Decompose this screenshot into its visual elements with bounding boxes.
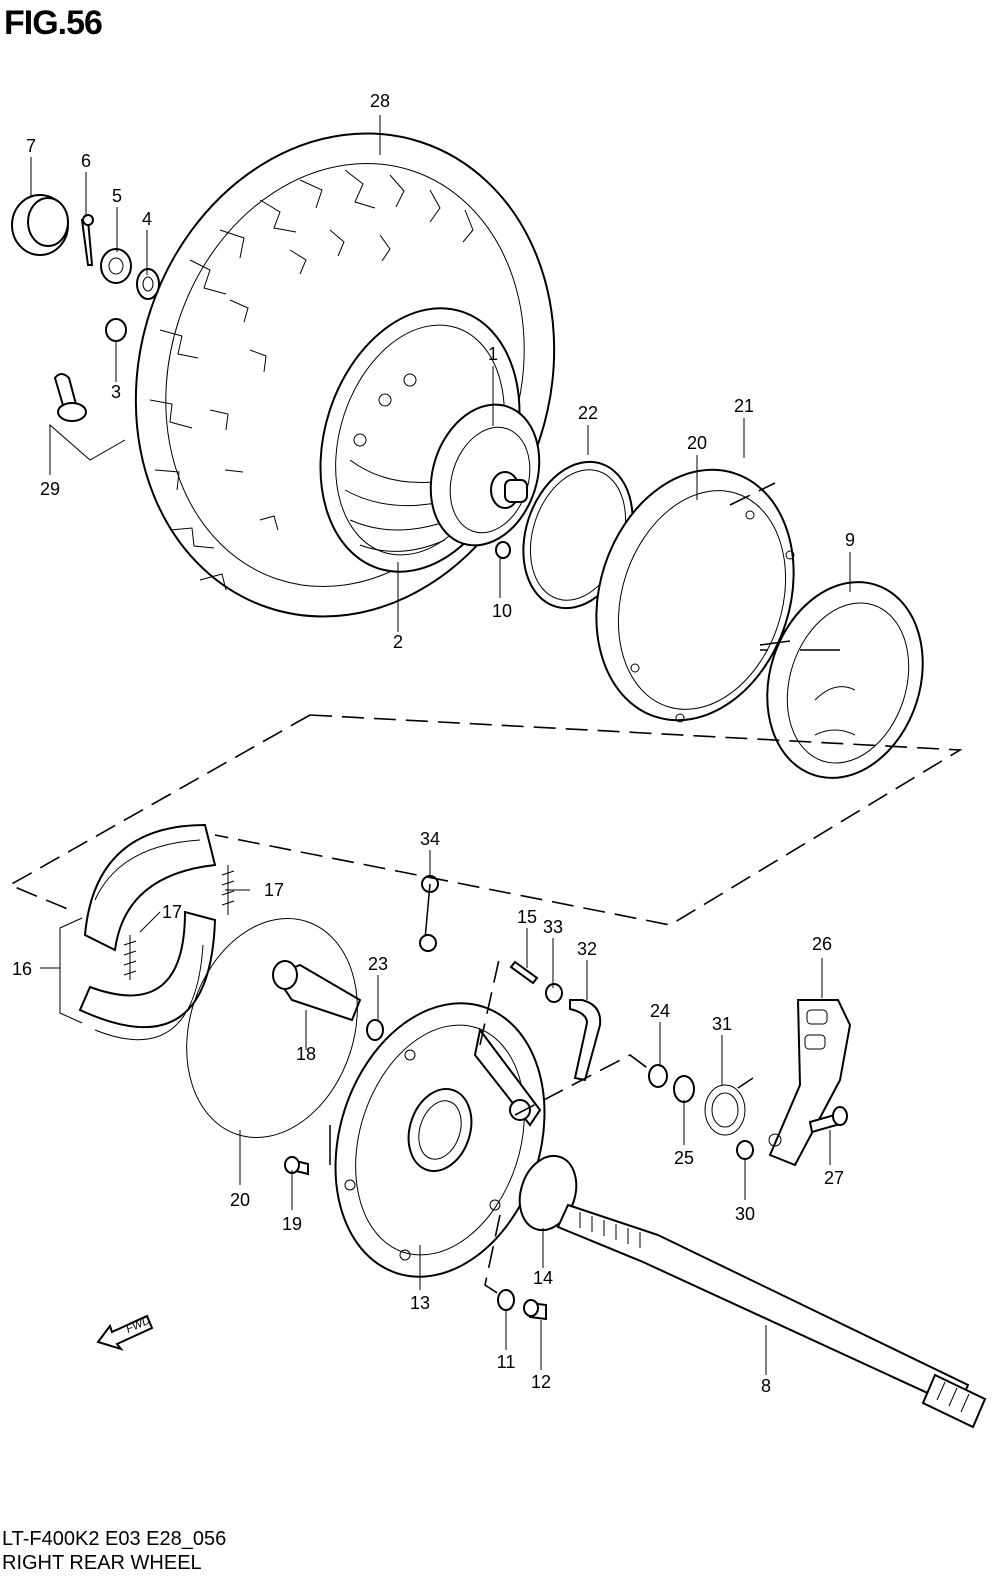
callout-27: 27	[824, 1168, 844, 1188]
callout-1: 1	[488, 344, 498, 364]
callout-30: 28	[370, 91, 390, 111]
callout-16: 16	[12, 959, 32, 979]
brake-arm-part	[768, 999, 852, 1167]
callout-9: 9	[845, 530, 855, 550]
callout-17-lower: 17	[162, 902, 182, 922]
axle-part	[556, 1203, 987, 1429]
callout-2: 2	[393, 632, 403, 652]
callout-8: 8	[761, 1376, 771, 1396]
cotter-pin-part	[80, 214, 94, 266]
callout-7: 7	[26, 136, 36, 156]
callout-17-upper: 17	[264, 880, 284, 900]
drum-cover-part	[595, 468, 795, 723]
callout-13: 13	[410, 1293, 430, 1313]
leader-lines	[30, 115, 851, 1375]
brake-cam-part	[272, 960, 362, 1022]
pin-part	[509, 960, 539, 985]
callout-15: 15	[517, 907, 537, 927]
callout-11: 11	[497, 1352, 516, 1372]
callout-32: 32	[577, 939, 597, 959]
o-ring-small-part	[366, 1019, 384, 1041]
brake-panel-part	[334, 1002, 546, 1278]
castle-nut-part	[100, 248, 132, 284]
brake-drum-part	[759, 581, 924, 779]
callout-34: 34	[420, 829, 440, 849]
rod-part	[419, 875, 439, 952]
arm-nut-part	[736, 1140, 754, 1160]
o-ring-part	[495, 541, 511, 559]
callout-4: 4	[142, 209, 152, 229]
brake-shoe-part	[78, 823, 217, 1041]
callout-5: 5	[112, 186, 122, 206]
bolt-small-part	[523, 1299, 547, 1321]
valve-part	[53, 373, 87, 422]
callout-18: 18	[296, 1044, 316, 1064]
seal-part	[673, 1075, 695, 1103]
o-ring-panel-part	[518, 1154, 578, 1232]
callout-25: 25	[674, 1148, 694, 1168]
callout-24-left: 23	[368, 954, 388, 974]
figure-name: RIGHT REAR WHEEL	[2, 1552, 202, 1574]
callout-3: 3	[111, 382, 121, 402]
callout-29: 31	[712, 1014, 732, 1034]
hose-part	[569, 999, 602, 1082]
callout-6: 6	[81, 151, 91, 171]
o-ring-right-part	[648, 1064, 668, 1088]
callout-20: 20	[230, 1190, 250, 1210]
o-ring-large-part	[186, 918, 358, 1138]
figure-code: LT-F400K2 E03 E28_056	[2, 1528, 227, 1550]
bolt-part	[284, 1156, 309, 1176]
callout-28: 30	[735, 1204, 755, 1224]
callout-23: 22	[578, 403, 598, 423]
nut-small-part	[545, 983, 563, 1003]
callout-26: 26	[812, 934, 832, 954]
nut-part	[105, 318, 127, 342]
callout-22: 21	[734, 396, 754, 416]
callout-10: 10	[492, 601, 512, 621]
arm-bolt-part	[808, 1106, 848, 1134]
assembly-guide-lines	[8, 482, 963, 1299]
fwd-arrow-icon: FWD	[96, 1315, 154, 1351]
callout-numbers: 7 6 5 4 3 29 28 1 2 10 22 20 21 9 34 17 …	[12, 91, 855, 1396]
washer-part	[136, 268, 160, 300]
callout-12: 12	[531, 1372, 551, 1392]
callout-14: 14	[533, 1268, 553, 1288]
return-spring-part	[704, 1077, 754, 1136]
callout-19: 19	[282, 1214, 302, 1234]
hub-part	[429, 403, 541, 547]
callout-33: 33	[543, 917, 563, 937]
callout-31: 29	[40, 479, 60, 499]
washer-small-part	[497, 1289, 515, 1311]
callout-24-right: 24	[650, 1001, 670, 1021]
cap-part	[11, 194, 69, 256]
figure-title: FIG.56	[4, 4, 103, 42]
callout-21: 20	[687, 433, 707, 453]
